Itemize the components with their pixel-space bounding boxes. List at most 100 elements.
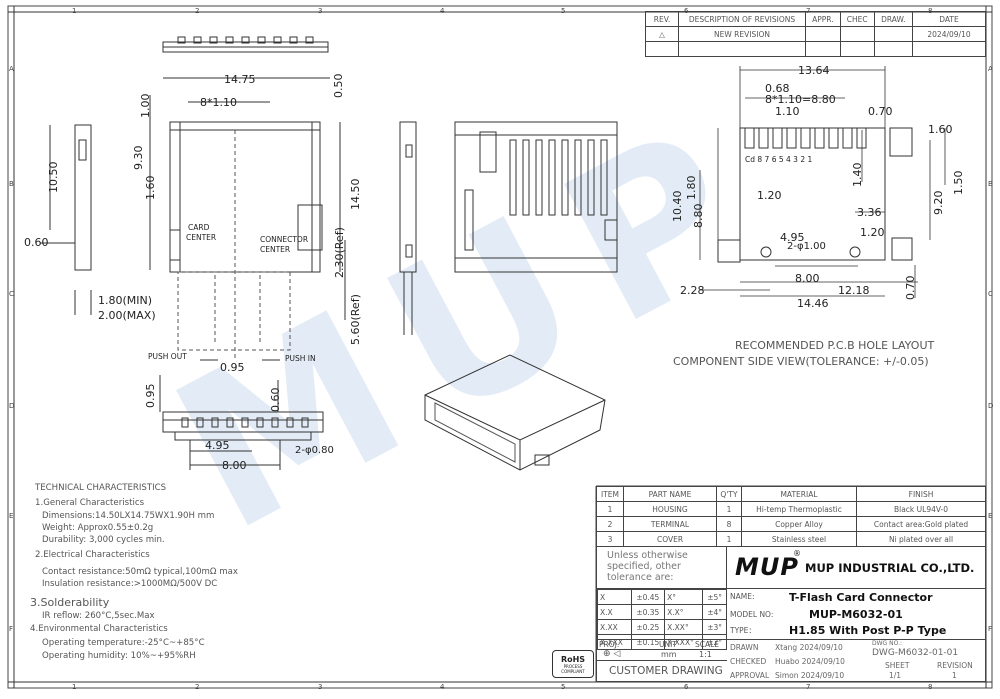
frame-col-index: 6 — [684, 683, 689, 691]
pcb-dim-880: 8.80 — [692, 203, 705, 229]
rev-value-rev: △ — [645, 26, 679, 42]
bom-cell: 1 — [596, 501, 624, 517]
rev-value-chec — [839, 26, 875, 42]
frame-col-index: 8 — [928, 7, 933, 15]
unit-label: UNIT — [659, 640, 677, 649]
approvals: DRAWN Xtang 2024/09/10 CHECKED Huabo 202… — [727, 639, 985, 683]
push-in-label: PUSH IN — [285, 354, 316, 363]
frame-col-index: 4 — [440, 7, 445, 15]
tol-cell: X.XXX — [597, 634, 632, 650]
tech-s1-item: Weight: Approx0.55±0.2g — [42, 523, 154, 533]
frame-row-index: C — [9, 290, 14, 298]
tech-s1: 1.General Characteristics — [35, 498, 145, 508]
frame-col-index: 4 — [440, 683, 445, 691]
frame-row-index: E — [9, 512, 14, 520]
frame-col-index: 5 — [561, 683, 566, 691]
top-pin — [225, 36, 234, 44]
pcb-pad — [842, 127, 853, 149]
rev-empty-cell — [678, 41, 806, 57]
rev-value-date: 2024/09/10 — [912, 26, 986, 42]
bom-header-part: PART NAME — [623, 486, 717, 502]
frame-col-index: 2 — [195, 7, 200, 15]
top-pin — [257, 36, 266, 44]
pcb-pad — [856, 127, 867, 149]
frame-col-index: 1 — [72, 7, 77, 15]
top-pin — [289, 36, 298, 44]
frame-col-index: 3 — [318, 7, 323, 15]
tol-cell: ±4° — [702, 604, 727, 620]
dim-pitch: 8*1.10 — [200, 96, 237, 109]
bom-cell: 1 — [716, 531, 742, 547]
unit-value: mm — [661, 650, 677, 659]
pcb-dim-070b: 0.70 — [904, 275, 917, 301]
top-pin — [273, 36, 282, 44]
dim-total-h: 14.50 — [349, 178, 362, 211]
top-pin — [177, 36, 186, 44]
tol-note-line: specified, other — [607, 561, 681, 572]
pcb-dim-total: 13.64 — [798, 64, 830, 77]
bottom-dim-width: 8.00 — [222, 459, 247, 472]
pcb-pad — [800, 127, 811, 149]
bom-header-finish: FINISH — [856, 486, 986, 502]
pcb-dim-hole: 2-φ1.00 — [787, 241, 826, 252]
pcb-pad — [744, 127, 755, 149]
bom-header-item: ITEM — [596, 486, 624, 502]
dwg-number: DWG-M6032-01-01 — [872, 648, 959, 658]
pcb-dim-160: 1.60 — [928, 123, 953, 136]
bottom-pin — [286, 417, 294, 428]
bom-cell: Copper Alloy — [741, 516, 857, 532]
part-name: T-Flash Card Connector — [789, 591, 933, 604]
tol-note-line: tolerance are: — [607, 572, 674, 583]
bottom-pin — [241, 417, 249, 428]
frame-row-index: B — [9, 180, 14, 188]
dim-width: 14.75 — [224, 73, 256, 86]
bom-cell: COVER — [623, 531, 717, 547]
rohs-mark: RoHS PROCESS COMPLIANT — [552, 650, 594, 678]
frame-row-index: A — [9, 65, 14, 73]
contact — [535, 139, 543, 216]
bom-cell: Black UL94V-0 — [856, 501, 986, 517]
approval-value: Simon 2024/09/10 — [775, 671, 845, 680]
tol-cell: ±5° — [702, 589, 727, 605]
pcb-dim-1446: 14.46 — [797, 297, 829, 310]
tech-s4-item: Operating humidity: 10%~+95%RH — [42, 651, 196, 661]
frame-col-index: 3 — [318, 683, 323, 691]
bottom-pin — [226, 417, 234, 428]
bom-cell: TERMINAL — [623, 516, 717, 532]
rev-header-chec: CHEC — [839, 11, 875, 27]
frame-col-index: 6 — [684, 7, 689, 15]
tech-s3: 3.Solderability — [30, 596, 110, 609]
connector-center-l2: CENTER — [260, 245, 291, 254]
tol-cell: X.X° — [664, 604, 704, 620]
pcb-dim-1218: 12.18 — [838, 284, 870, 297]
bom-cell: Hi-temp Thermoplastic — [741, 501, 857, 517]
pcb-dim-336: 3.36 — [857, 206, 882, 219]
bottom-dim-pitch: 4.95 — [205, 439, 230, 452]
rev-header-date: DATE — [912, 11, 986, 27]
rev-value-appr — [805, 26, 841, 42]
registered-mark: ® — [793, 549, 801, 558]
sheet-label: SHEET — [885, 661, 910, 670]
frame-col-index: 7 — [806, 7, 811, 15]
approval-label: APPROVAL — [730, 671, 770, 680]
pcb-caption-1: RECOMMENDED P.C.B HOLE LAYOUT — [735, 339, 935, 352]
left-dim-min: 1.80(MIN) — [98, 294, 153, 307]
bottom-dim-left: 0.95 — [144, 383, 157, 409]
frame-row-index: E — [988, 512, 993, 520]
bottom-dim-right: 0.60 — [269, 387, 282, 413]
pcb-dim-070: 0.70 — [868, 105, 893, 118]
tech-s1-item: Dimensions:14.50LX14.75WX1.90H mm — [42, 511, 215, 521]
revision-value: 1 — [952, 671, 957, 680]
bottom-dim-hole: 2-φ0.80 — [295, 445, 334, 456]
pcb-dim-140: 1.40 — [851, 162, 864, 188]
card-center-l1: CARD — [188, 223, 210, 232]
pcb-pad — [758, 127, 769, 149]
tol-cell: ±0.35 — [630, 604, 666, 620]
frame-row-index: D — [9, 402, 15, 410]
company-name: MUP INDUSTRIAL CO.,LTD. — [805, 561, 975, 575]
contact — [561, 139, 569, 216]
scale-label: SCALE — [695, 640, 720, 649]
